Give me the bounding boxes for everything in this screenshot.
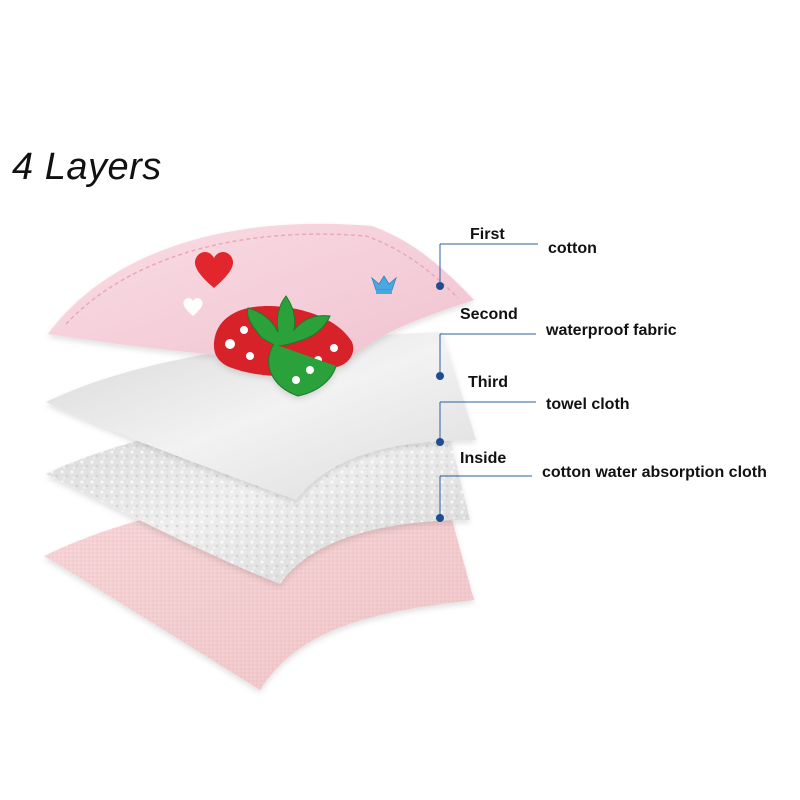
waterproof-layer [46, 332, 476, 500]
layer-description-inside: cotton water absorption cloth [542, 464, 767, 481]
diagram-title: 4 Layers [12, 146, 162, 188]
layer-description-second: waterproof fabric [546, 322, 677, 339]
layer-name-first: First [470, 226, 505, 243]
cotton-layer-stitching [65, 233, 459, 325]
cotton-layer-sheet [48, 223, 474, 366]
crown-icon [371, 275, 397, 294]
heart-icon [183, 298, 203, 316]
leader-dot-inside [436, 514, 444, 522]
layer-name-inside: Inside [460, 450, 507, 467]
strawberry-icon [214, 295, 354, 397]
waterproof-layer-sheet [46, 332, 476, 500]
layer-name-third: Third [468, 374, 508, 391]
leader-dot-first [436, 282, 444, 290]
layer-description-first: cotton [548, 240, 597, 257]
layer-description-third: towel cloth [546, 396, 630, 413]
leader-dot-third [436, 438, 444, 446]
heart-icon [194, 252, 234, 288]
leader-dot-second [436, 372, 444, 380]
cotton-layer [48, 223, 474, 397]
leader-lines [436, 243, 538, 522]
layer-name-second: Second [460, 306, 518, 323]
